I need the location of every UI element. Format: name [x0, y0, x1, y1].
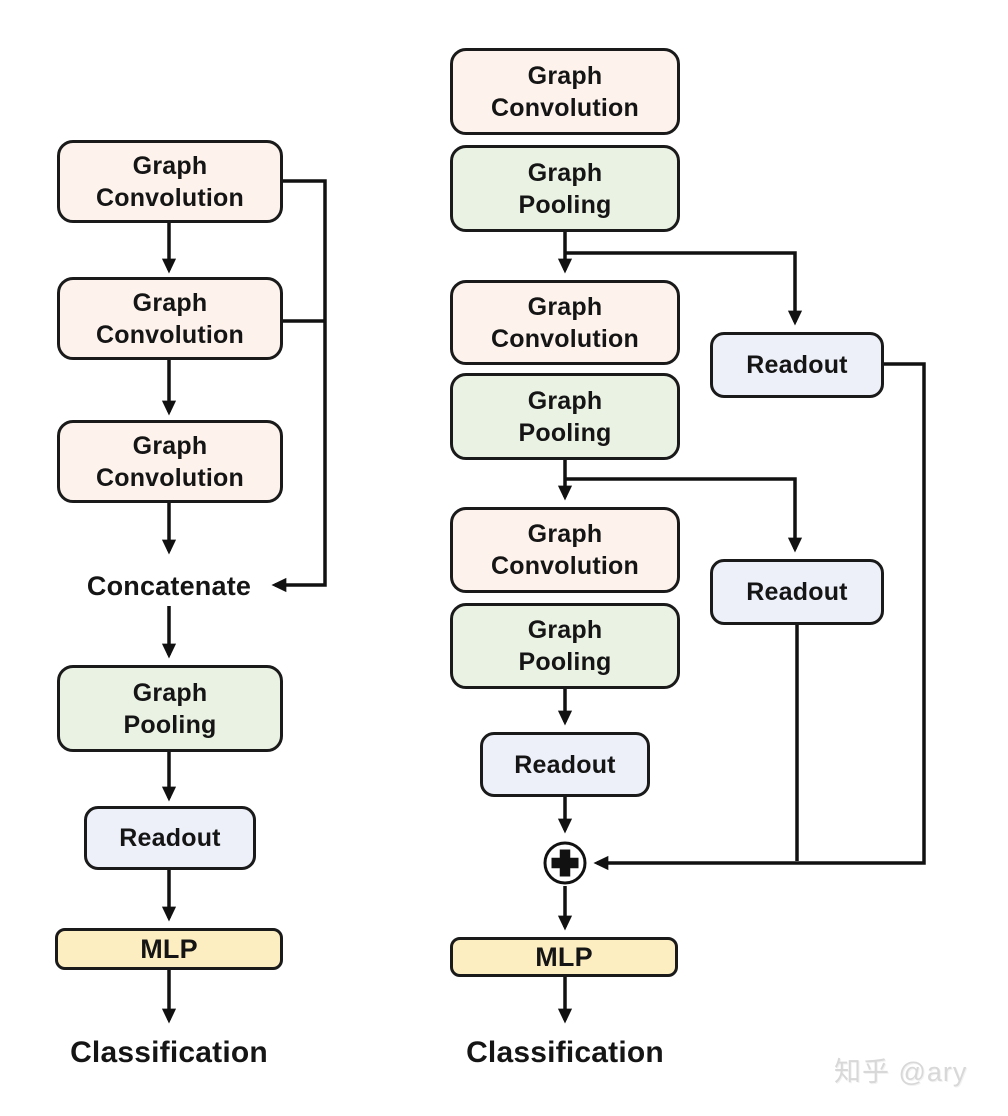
- arrow-left-skip-concat: [271, 179, 327, 593]
- right-readout-skip-1: Readout: [710, 332, 884, 398]
- right-graph-pooling-2: Graph Pooling: [450, 373, 680, 460]
- right-classification-label: Classification: [466, 1036, 664, 1069]
- right-readout-main: Readout: [480, 732, 650, 797]
- left-concatenate-label: Concatenate: [86, 571, 252, 601]
- left-mlp: MLP: [55, 928, 283, 970]
- right-graph-pooling-3: Graph Pooling: [450, 603, 680, 689]
- zhihu-watermark: 知乎 @ary: [834, 1057, 968, 1087]
- left-graph-convolution-1: Graph Convolution: [57, 140, 283, 223]
- right-mlp: MLP: [450, 937, 678, 977]
- right-graph-pooling-1: Graph Pooling: [450, 145, 680, 232]
- left-graph-convolution-3: Graph Convolution: [57, 420, 283, 503]
- right-graph-convolution-2: Graph Convolution: [450, 280, 680, 365]
- sum-node: [542, 840, 588, 886]
- left-graph-pooling: Graph Pooling: [57, 665, 283, 752]
- left-graph-convolution-2: Graph Convolution: [57, 277, 283, 360]
- right-readout-skip-2: Readout: [710, 559, 884, 625]
- right-graph-convolution-1: Graph Convolution: [450, 48, 680, 135]
- circled-plus-icon: [543, 841, 587, 885]
- right-graph-convolution-3: Graph Convolution: [450, 507, 680, 593]
- left-classification-label: Classification: [70, 1036, 268, 1069]
- left-readout: Readout: [84, 806, 256, 870]
